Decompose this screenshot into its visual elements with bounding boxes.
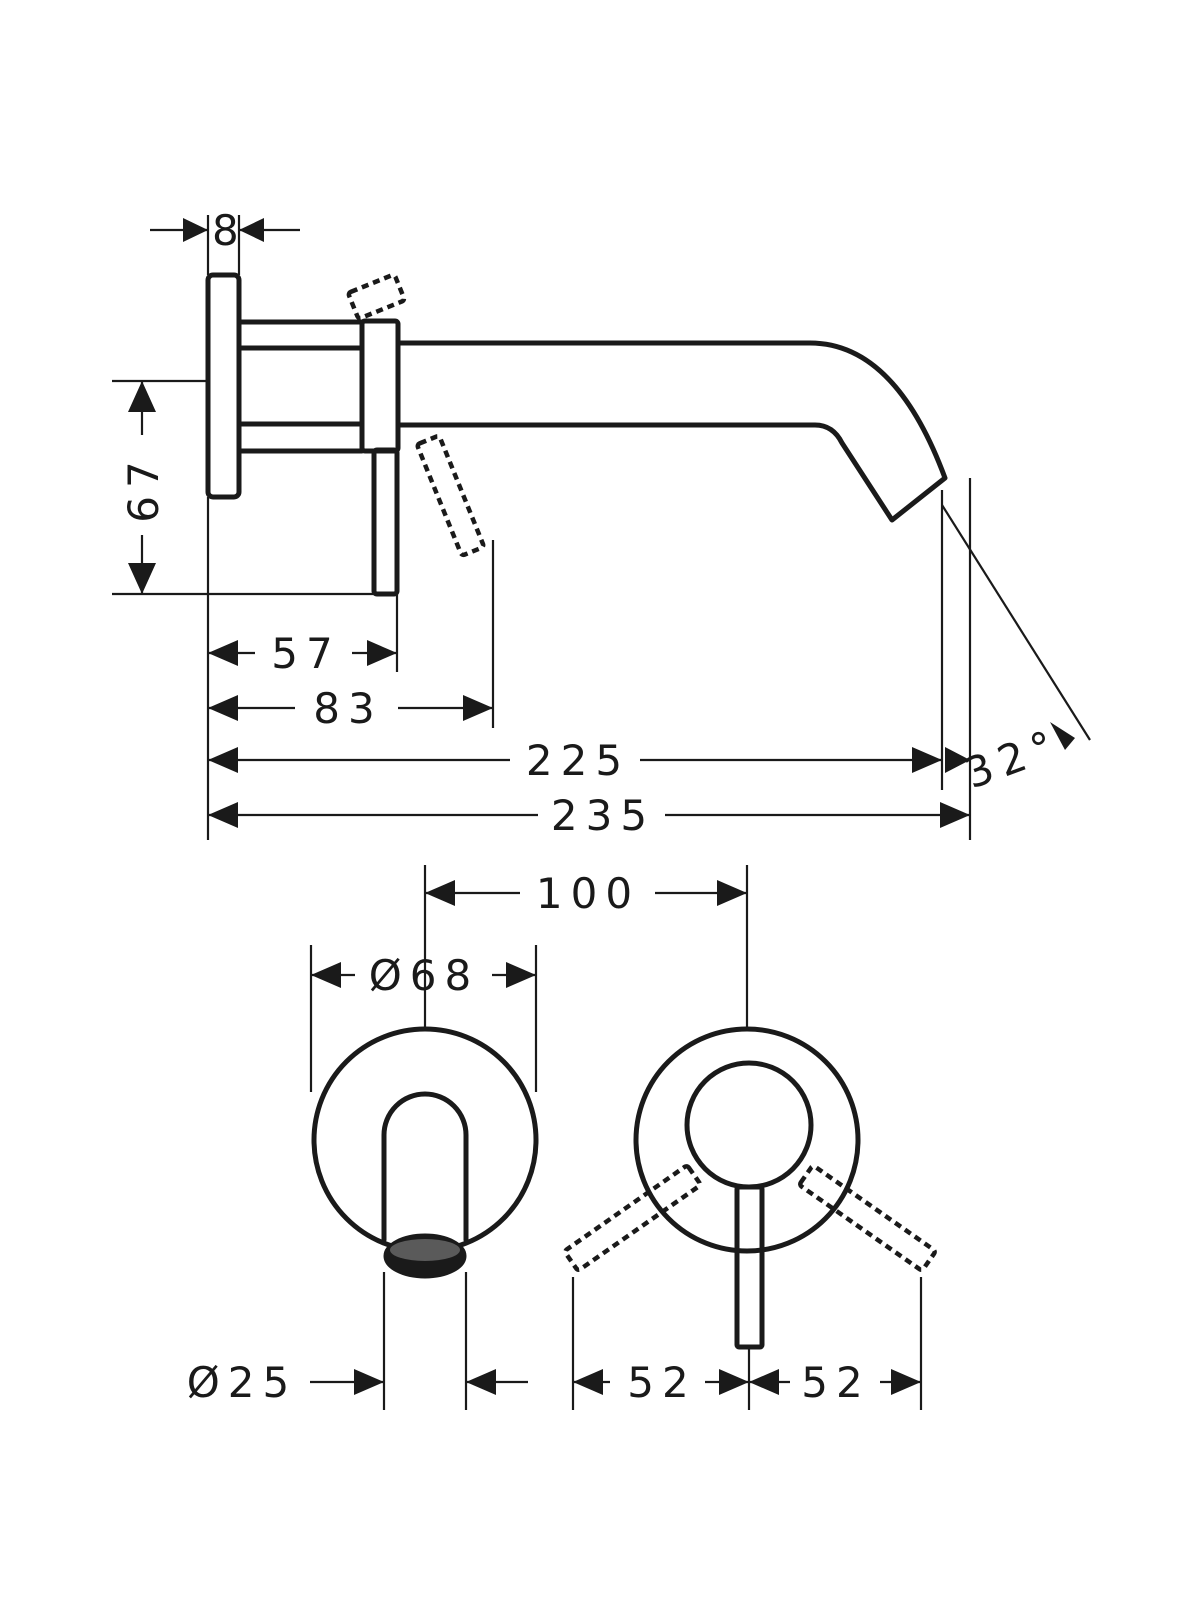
- dim-68-label: Ø68: [369, 951, 480, 1000]
- dim-67-label: 67: [119, 453, 168, 522]
- front-view: 100 Ø68 Ø25 52: [187, 865, 937, 1410]
- dim-235-label: 235: [551, 791, 655, 840]
- mixer-lever: [734, 1184, 765, 1350]
- lever-handle: [371, 447, 400, 597]
- dim-57-label: 57: [271, 629, 340, 678]
- spout-front: [381, 1091, 469, 1243]
- dim-25-label: Ø25: [187, 1358, 298, 1407]
- lever-dashed-up: [346, 272, 407, 321]
- spout-rosette: [311, 1026, 539, 1254]
- dim-225-label: 225: [526, 736, 630, 785]
- dim-52-right-label: 52: [801, 1358, 870, 1407]
- dim-25-diameter: Ø25: [187, 1358, 528, 1407]
- lever-dashed-right: [798, 1164, 937, 1272]
- wall-rosette: [205, 272, 242, 500]
- dim-52-right: 52: [749, 1358, 921, 1407]
- dim-100-label: 100: [536, 869, 640, 918]
- dim-235: 235: [208, 791, 970, 840]
- dim-225: 225: [208, 736, 942, 785]
- dim-52-left: 52: [573, 1358, 749, 1407]
- dim-68-diameter: Ø68: [311, 951, 536, 1000]
- mixer-cartridge: [684, 1060, 814, 1190]
- mixer-rosette: [633, 1026, 861, 1254]
- dim-32-label: 32°: [958, 719, 1067, 799]
- dim-83: 83: [208, 684, 493, 733]
- dim-100: 100: [425, 869, 747, 918]
- dim-83-label: 83: [313, 684, 382, 733]
- dim-57: 57: [208, 629, 397, 678]
- lever-dashed-down: [415, 434, 486, 558]
- dim-32-angle: 32°: [941, 504, 1091, 799]
- spout: [395, 340, 948, 523]
- dim-8: 8: [150, 206, 300, 275]
- lever-dashed-left: [563, 1164, 702, 1272]
- lever-base: [359, 318, 401, 454]
- dim-8-label: 8: [212, 206, 239, 255]
- body-tube: [236, 319, 365, 454]
- side-view: 8 67 57: [112, 206, 1091, 840]
- dim-52-left-label: 52: [627, 1358, 696, 1407]
- dim-67: 67: [112, 379, 374, 596]
